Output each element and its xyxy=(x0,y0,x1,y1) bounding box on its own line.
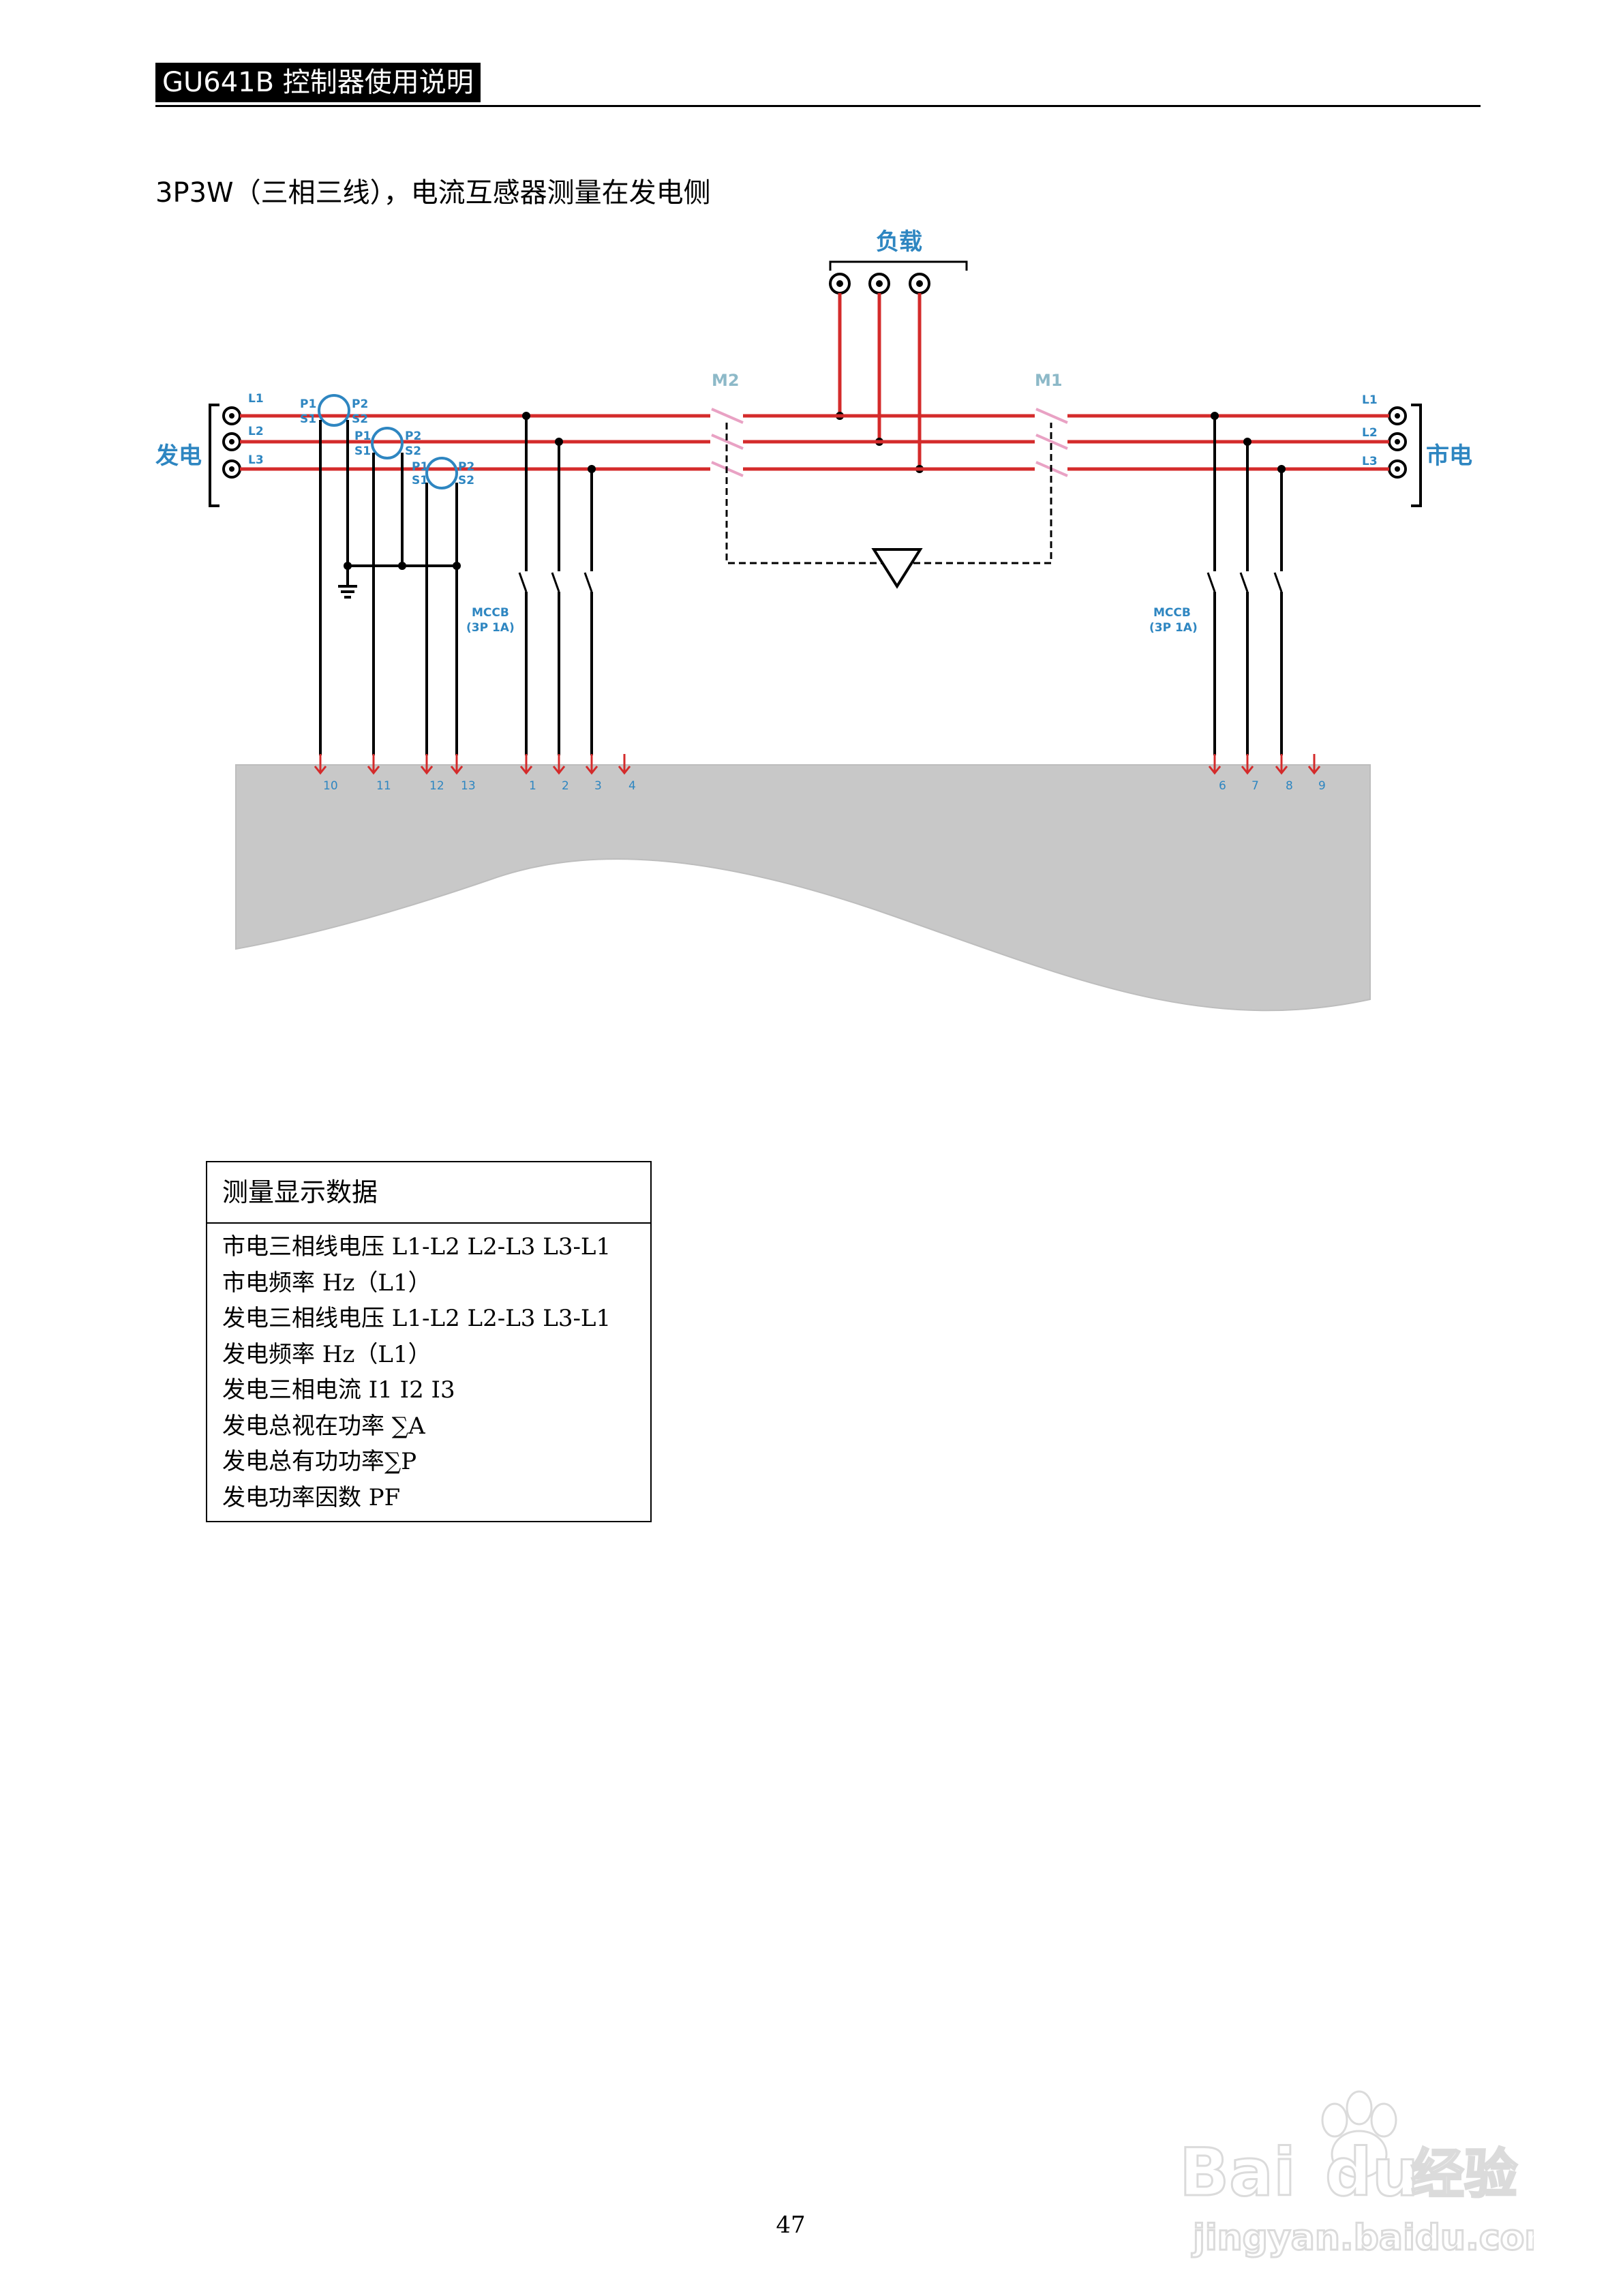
mains-label: 市电 xyxy=(1426,442,1472,470)
terminal-2: 2 xyxy=(562,779,569,793)
gen-phase-l1: L1 xyxy=(248,392,264,406)
measurement-row: 市电频率 Hz（L1） xyxy=(222,1269,431,1297)
mccb-left-rating: (3P 1A) xyxy=(466,621,515,635)
measurement-row: 市电三相线电压 L1-L2 L2-L3 L3-L1 xyxy=(222,1233,611,1260)
ct1-icon xyxy=(318,394,350,427)
switch-m1-label: M1 xyxy=(1035,371,1063,390)
current-transformers: P1 S1 P2 S2 P1 S1 P2 S2 P1 S1 P2 S2 xyxy=(300,394,474,489)
gen-phase-l2: L2 xyxy=(248,425,264,438)
measurement-list: 市电三相线电压 L1-L2 L2-L3 L3-L1 市电频率 Hz（L1） 发电… xyxy=(207,1224,650,1521)
terminal-1: 1 xyxy=(529,779,536,793)
gen-phase-l3: L3 xyxy=(248,453,264,467)
terminal-9: 9 xyxy=(1318,779,1326,793)
switch-m2-label: M2 xyxy=(712,371,740,390)
ct3-s1: S1 xyxy=(412,474,428,487)
controller-module xyxy=(235,764,1371,1012)
mains-phase-l3: L3 xyxy=(1362,455,1378,468)
mains-source: 市电 L1 L2 L3 xyxy=(1362,393,1472,507)
wiring-diagram: 负载 发电 L1 L2 L3 市电 L1 L2 L3 xyxy=(155,228,1472,1012)
load-terminals xyxy=(829,273,930,294)
ct1-p1: P1 xyxy=(300,397,316,411)
measurement-table-header: 测量显示数据 xyxy=(207,1162,650,1224)
terminal-pins xyxy=(314,754,1321,775)
watermark-brand: Bai xyxy=(1179,2134,1296,2211)
generator-wiring xyxy=(319,416,593,755)
measurement-row: 发电总有功功率∑P xyxy=(222,1448,417,1475)
switch-m2: M2 xyxy=(711,371,744,477)
mccb-right: MCCB (3P 1A) xyxy=(1149,606,1198,635)
mains-wiring xyxy=(1207,416,1283,755)
terminal-4: 4 xyxy=(628,779,636,793)
document-header-title: GU641B 控制器使用说明 xyxy=(155,63,481,102)
ct1-s2: S2 xyxy=(352,412,368,426)
generator-label: 发电 xyxy=(155,442,202,470)
mccb-right-label: MCCB xyxy=(1153,606,1191,620)
page-number: 47 xyxy=(776,2211,806,2239)
load-group: 负载 xyxy=(829,228,968,473)
mains-phase-l1: L1 xyxy=(1362,393,1378,407)
watermark-url: jingyan.baidu.com xyxy=(1192,2218,1534,2259)
ct3-p1: P1 xyxy=(412,460,428,474)
ct2-p2: P2 xyxy=(405,429,421,443)
terminal-7: 7 xyxy=(1252,779,1259,793)
measurement-row: 发电三相电流 I1 I2 I3 xyxy=(222,1376,455,1404)
terminal-numbers: 10 11 12 13 1 2 3 4 6 7 8 9 xyxy=(323,779,1326,793)
ct2-icon xyxy=(371,427,404,459)
bus-lines xyxy=(240,414,1389,471)
measurement-row: 发电三相线电压 L1-L2 L2-L3 L3-L1 xyxy=(222,1305,611,1332)
terminal-6: 6 xyxy=(1219,779,1226,793)
terminal-12: 12 xyxy=(429,779,444,793)
terminal-3: 3 xyxy=(594,779,602,793)
terminal-10: 10 xyxy=(323,779,338,793)
mccb-left-label: MCCB xyxy=(472,606,509,620)
ct2-s2: S2 xyxy=(405,444,421,458)
terminal-11: 11 xyxy=(376,779,391,793)
mains-junctions xyxy=(1211,412,1286,473)
interlock xyxy=(725,423,1052,589)
measurement-table: 测量显示数据 市电三相线电压 L1-L2 L2-L3 L3-L1 市电频率 Hz… xyxy=(206,1161,652,1522)
mains-phase-l2: L2 xyxy=(1362,426,1378,440)
ct2-p1: P1 xyxy=(354,429,371,443)
generator-junctions xyxy=(344,412,596,570)
watermark-brand2: du xyxy=(1325,2134,1419,2211)
ct1-p2: P2 xyxy=(352,397,368,411)
terminal-8: 8 xyxy=(1286,779,1293,793)
ct1-s1: S1 xyxy=(300,412,316,426)
section-title: 3P3W（三相三线），电流互感器测量在发电侧 xyxy=(155,177,711,209)
generator-source: 发电 L1 L2 L3 xyxy=(155,392,264,507)
measurement-row: 发电频率 Hz（L1） xyxy=(222,1340,431,1368)
ct3-icon xyxy=(425,457,458,489)
load-label: 负载 xyxy=(876,228,922,256)
baidu-watermark: Bai du 经验 jingyan.baidu.com xyxy=(1179,2090,1534,2260)
header-rule xyxy=(155,105,1481,107)
mccb-left: MCCB (3P 1A) xyxy=(466,606,515,635)
ct3-p2: P2 xyxy=(458,460,474,474)
watermark-cn: 经验 xyxy=(1411,2144,1517,2205)
measurement-row: 发电功率因数 PF xyxy=(222,1483,401,1511)
terminal-13: 13 xyxy=(461,779,476,793)
measurement-row: 发电总视在功率 ∑A xyxy=(222,1412,425,1440)
mccb-right-rating: (3P 1A) xyxy=(1149,621,1198,635)
ct2-s1: S1 xyxy=(354,444,371,458)
ct3-s2: S2 xyxy=(458,474,474,487)
paw-icon xyxy=(1321,2090,1397,2179)
